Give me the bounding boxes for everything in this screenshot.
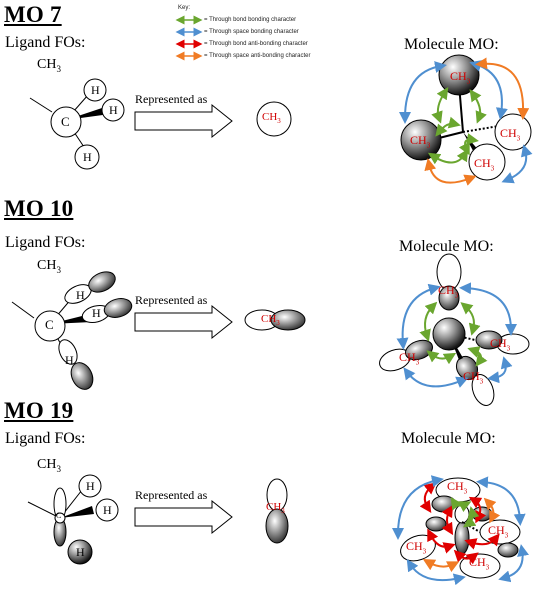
key-item-through-bond-antibonding: = Through bond anti-bonding character [175, 38, 368, 50]
ch3-label: CH3 [37, 457, 61, 474]
blue-double-arrow-icon [175, 27, 203, 37]
represented-as-label: Represented as [135, 92, 208, 106]
mo19-ch3-right: CH3 [488, 523, 509, 540]
mo19-molecule-diagram [392, 475, 529, 586]
key-title: Key: [178, 5, 191, 11]
atom-h: H [83, 150, 92, 164]
mo7-ch3-right: CH3 [500, 126, 521, 143]
key-item-through-space-antibonding: = Through space anti-bonding character [175, 50, 368, 62]
atom-c: C [45, 317, 54, 332]
ch3-label: CH3 [37, 57, 61, 74]
mo19-ch3-left: CH3 [406, 539, 427, 556]
represented-as-label: Represented as [135, 488, 208, 502]
section-title-mo7: MO 7 [4, 2, 62, 27]
molecule-mo-label: Molecule MO: [404, 36, 499, 53]
key-item-label: = Through space bonding character [204, 29, 299, 35]
mo7-molecule-diagram [399, 54, 533, 186]
orange-double-arrow-icon [175, 51, 203, 61]
ch3-sphere-fo [256, 101, 292, 137]
mo19-ch3-top: CH3 [447, 479, 468, 496]
ligand-fos-label: Ligand FOs: [5, 430, 86, 447]
ch3-p-orbital-fo [244, 309, 306, 331]
mo19-ligand-diagram [27, 474, 119, 565]
green-double-arrow-icon [175, 15, 203, 25]
atom-c: C [61, 114, 70, 129]
mo10-ch3-left: CH3 [399, 350, 420, 367]
molecule-mo-label: Molecule MO: [401, 430, 496, 447]
atom-h: H [86, 479, 95, 493]
ch3-label: CH3 [37, 258, 61, 275]
atom-h: H [76, 545, 85, 559]
mo10-ch3-top: CH3 [438, 283, 459, 300]
rep-ch3-label: CH3 [266, 501, 285, 516]
key-item-through-bond-bonding: = Through bond bonding character [175, 14, 368, 26]
mo7-ch3-top: CH3 [450, 69, 471, 86]
mo7-ch3-left: CH3 [410, 133, 431, 150]
key-item-label: = Through space anti-bonding character [204, 53, 311, 59]
right-arrow-icon [134, 499, 233, 535]
atom-h: H [103, 503, 112, 517]
mo10-ch3-right: CH3 [490, 336, 511, 353]
rep-ch3-label: CH3 [262, 111, 281, 126]
represented-as-label: Represented as [135, 293, 208, 307]
section-title-mo10: MO 10 [4, 196, 74, 221]
atom-h: H [65, 353, 74, 367]
atom-c: C [56, 511, 62, 520]
key-legend: Key: = Through bond bonding character = … [175, 5, 368, 62]
key-item-label: = Through bond bonding character [204, 17, 297, 23]
atom-h: H [109, 103, 118, 117]
ligand-fos-label: Ligand FOs: [5, 34, 86, 51]
section-title-mo19: MO 19 [4, 398, 74, 423]
key-item-label: = Through bond anti-bonding character [204, 41, 308, 47]
right-arrow-icon [134, 304, 233, 340]
atom-h: H [76, 288, 85, 302]
right-arrow-icon [134, 103, 233, 139]
rep-ch3-label: CH3 [261, 313, 280, 328]
red-double-arrow-icon [175, 39, 203, 49]
key-item-through-space-bonding: = Through space bonding character [175, 26, 368, 38]
mo10-ligand-diagram [11, 271, 133, 390]
mo10-molecule-diagram [379, 253, 530, 406]
molecule-mo-label: Molecule MO: [399, 238, 494, 255]
ch3-vertical-p-orbital-fo [265, 478, 289, 544]
mo7-ch3-bottom: CH3 [474, 156, 495, 173]
mo19-ch3-bottom: CH3 [469, 555, 490, 572]
atom-h: H [91, 83, 100, 97]
mo10-ch3-bottom: CH3 [463, 369, 484, 386]
ligand-fos-label: Ligand FOs: [5, 234, 86, 251]
mo7-ligand-diagram [29, 78, 125, 170]
atom-h: H [92, 306, 101, 320]
